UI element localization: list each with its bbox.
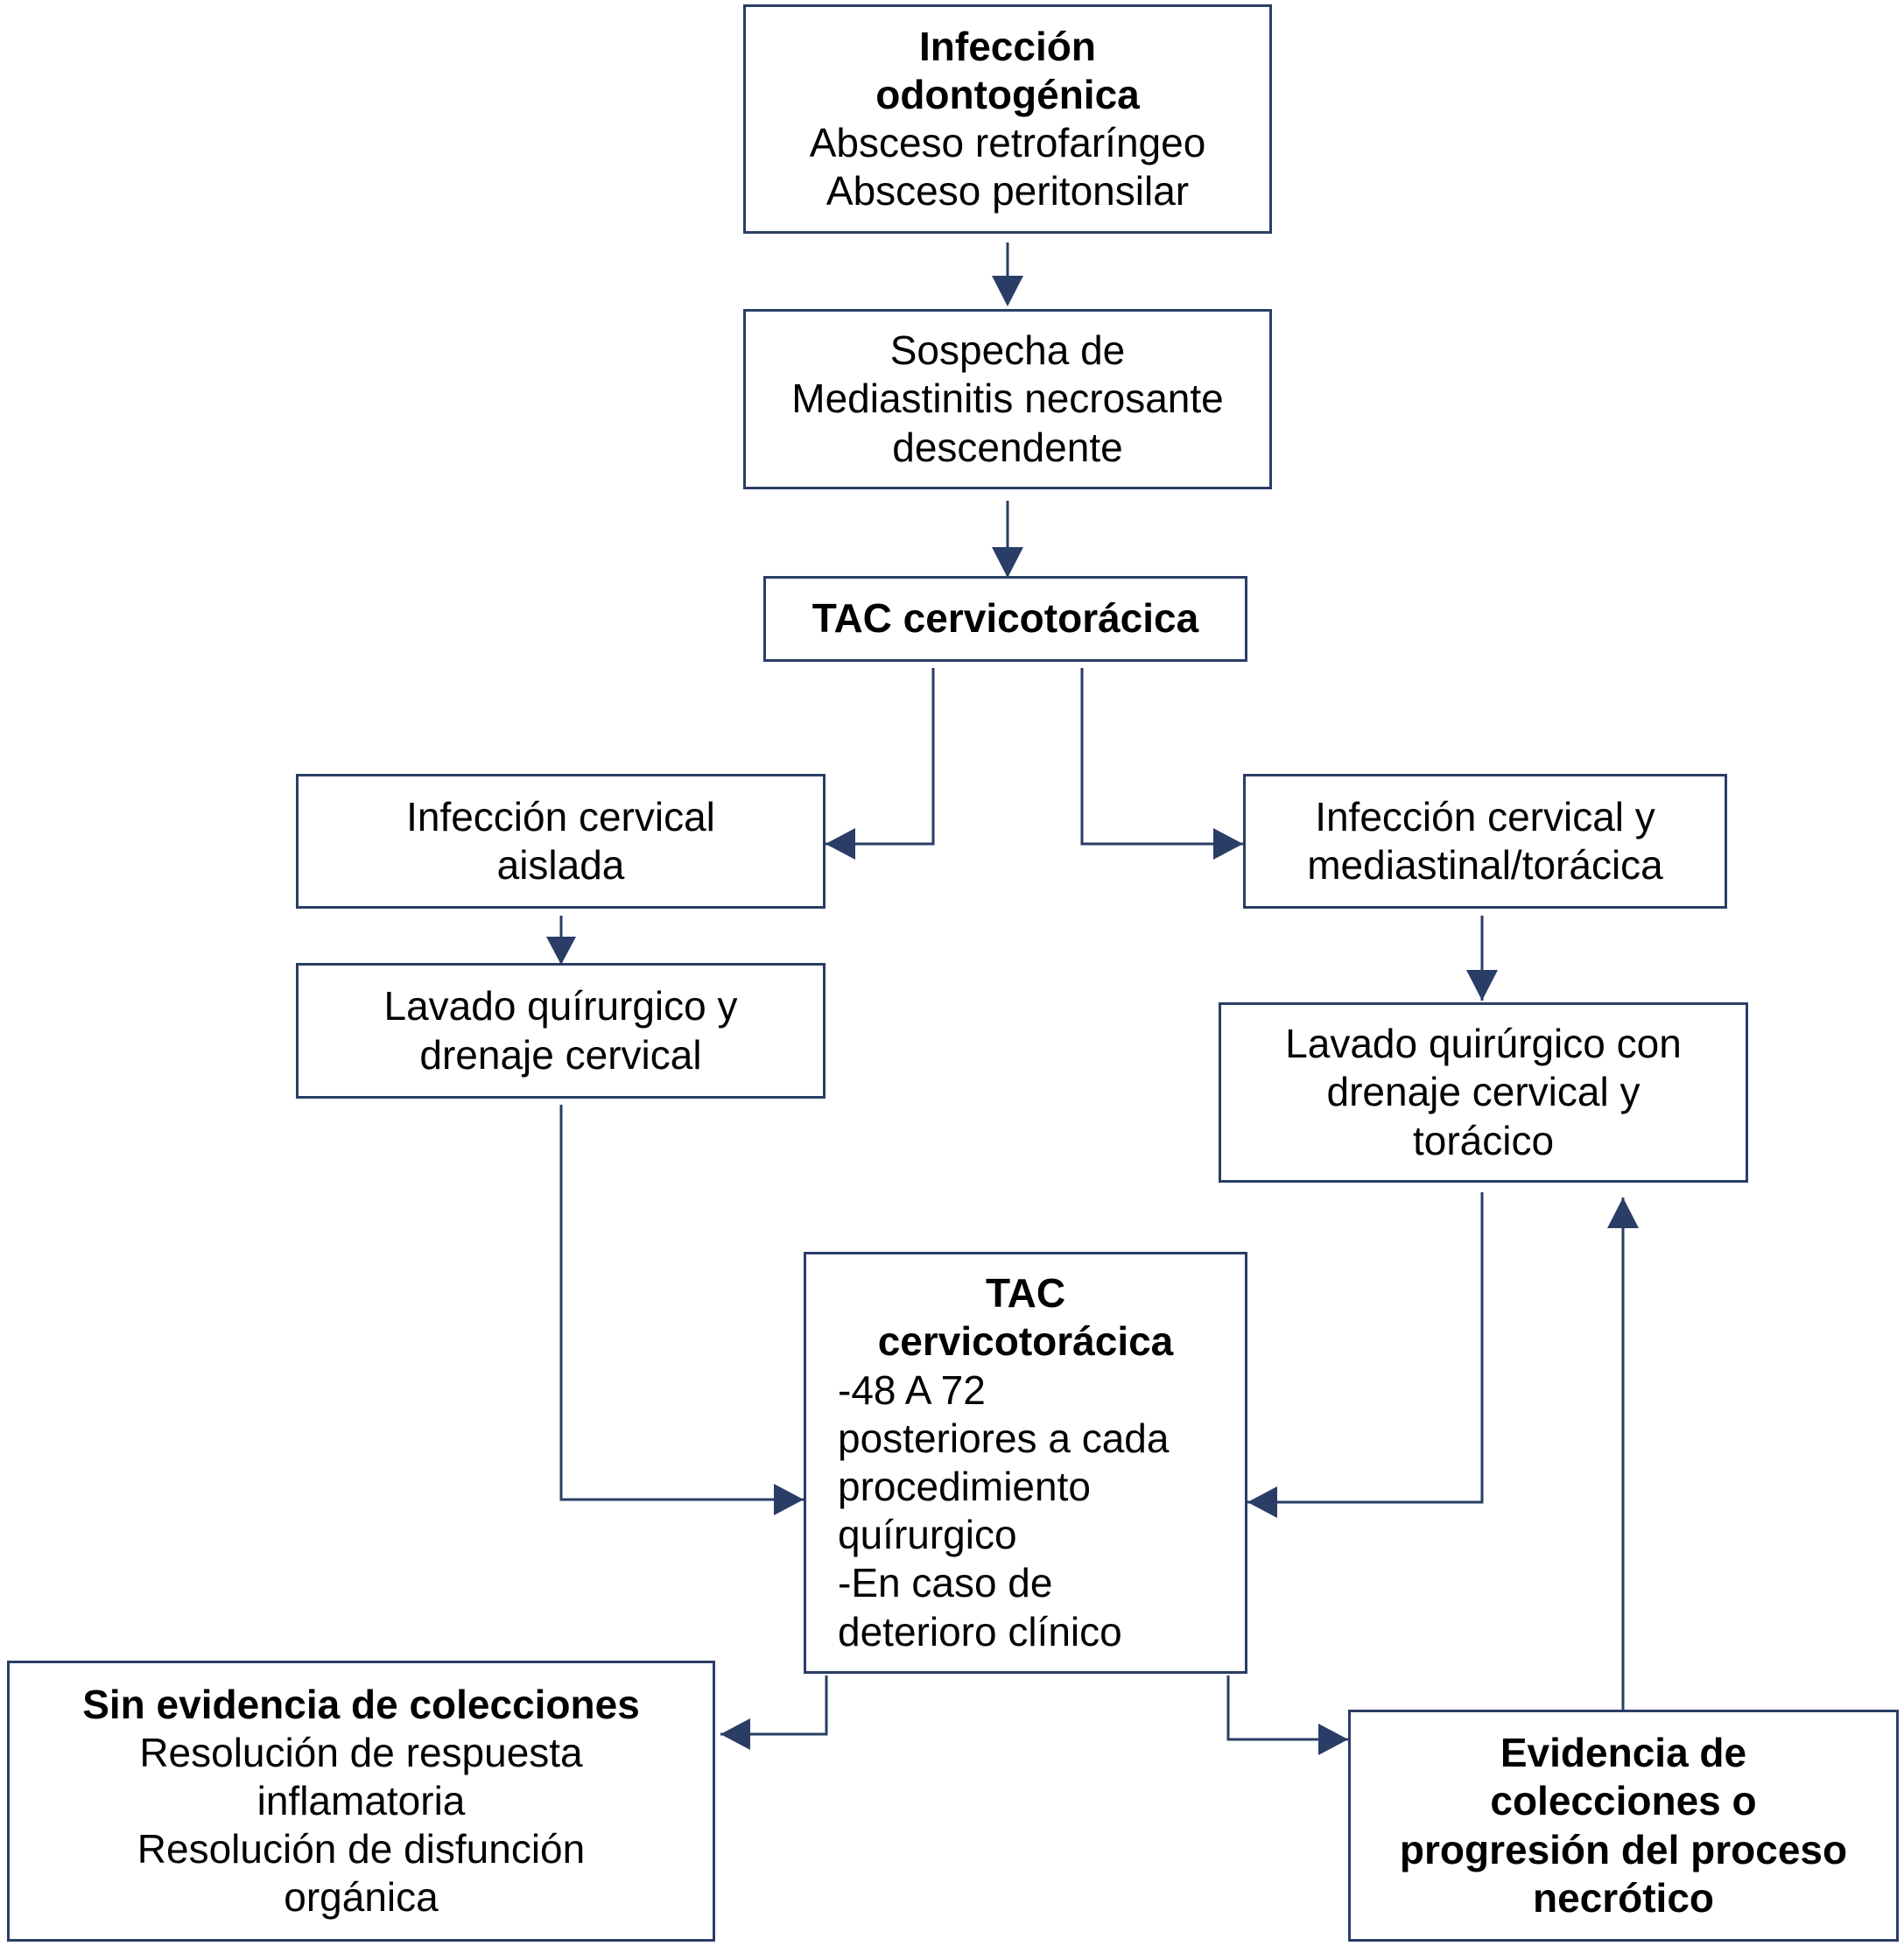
node-text-line: Resolución de disfunción — [137, 1826, 586, 1872]
node-text-line: Lavado quirúrgico con — [1285, 1021, 1682, 1067]
node-text-line: Absceso peritonsilar — [826, 168, 1190, 214]
arrowhead-down — [1466, 970, 1498, 1001]
node-text-line: mediastinal/torácica — [1307, 842, 1663, 888]
arrowhead-right — [1318, 1724, 1348, 1755]
node-text-line: Infección cervical — [406, 793, 715, 840]
node-title-line: Infección — [919, 23, 1096, 69]
node-text-line: Sospecha de — [889, 327, 1126, 374]
arrow-tac2-to-evidencia — [1226, 1676, 1348, 1741]
node-title-line: colecciones o — [1490, 1778, 1757, 1824]
arrowhead-down — [992, 276, 1023, 306]
node-text-line: Mediastinitis necrosante — [791, 376, 1224, 422]
node-text-line: inflamatoria — [256, 1777, 466, 1823]
node-text-line: procedimiento — [838, 1464, 1091, 1509]
node-evidencia-colecciones: Evidencia de colecciones o progresión de… — [1348, 1710, 1899, 1942]
node-text-line: Infección cervical y — [1315, 793, 1655, 840]
node-text-line: -En caso de — [838, 1560, 1053, 1606]
node-title-line: Evidencia de — [1500, 1730, 1747, 1776]
arrow-lavado-cervical-to-tac2 — [559, 1105, 804, 1501]
arrowhead-down — [992, 547, 1023, 578]
node-text-line: drenaje cervical y — [1326, 1069, 1641, 1115]
node-sospecha-mediastinitis: Sospecha de Mediastinitis necrosante des… — [743, 309, 1272, 489]
node-text-line: torácico — [1412, 1117, 1555, 1163]
node-title-line: odontogénica — [875, 71, 1140, 117]
arrowhead-left — [826, 828, 855, 860]
arrow-tac-to-cervical-mediastinal — [1080, 668, 1243, 846]
node-text-line: Resolución de respuesta — [139, 1729, 583, 1775]
arrowhead-left — [1247, 1486, 1277, 1518]
arrowhead-right — [774, 1484, 804, 1515]
node-infeccion-cervical-mediastinal: Infección cervical y mediastinal/torácic… — [1243, 774, 1727, 909]
node-text-line: quírurgico — [838, 1512, 1017, 1558]
node-title-line: progresión del proceso — [1399, 1826, 1848, 1872]
node-sin-evidencia-colecciones: Sin evidencia de colecciones Resolución … — [7, 1661, 715, 1942]
arrow-tac2-to-sin-evidencia — [720, 1676, 828, 1736]
node-text-line: -48 A 72 — [838, 1366, 986, 1413]
arrow-lavado-toracico-to-tac2 — [1247, 1192, 1484, 1504]
node-tac-cervicotoracica: TAC cervicotorácica — [763, 576, 1247, 662]
node-title-line: Sin evidencia de colecciones — [82, 1681, 640, 1727]
node-title-line: TAC — [985, 1270, 1066, 1317]
arrow-tac-to-cervical-aislada — [826, 668, 935, 846]
node-text-line: Absceso retrofaríngeo — [809, 120, 1206, 165]
node-text-line: orgánica — [284, 1874, 439, 1921]
arrowhead-right — [1213, 828, 1243, 860]
node-lavado-drenaje-cervical-toracico: Lavado quirúrgico con drenaje cervical y… — [1219, 1002, 1748, 1183]
node-text-line: descendente — [892, 424, 1123, 470]
arrowhead-up — [1607, 1198, 1639, 1228]
node-infeccion-cervical-aislada: Infección cervical aislada — [296, 774, 826, 909]
node-lavado-drenaje-cervical: Lavado quírurgico y drenaje cervical — [296, 963, 826, 1099]
node-text-line: aislada — [496, 842, 625, 888]
node-infeccion-odontogenica: Infección odontogénica Absceso retrofarí… — [743, 4, 1272, 234]
node-title-line: necrótico — [1532, 1874, 1715, 1921]
node-title-line: cervicotorácica — [877, 1318, 1174, 1365]
node-title-line: TAC cervicotorácica — [811, 595, 1199, 642]
node-text-line: posteriores a cada — [838, 1415, 1170, 1461]
arrowhead-left — [720, 1718, 750, 1750]
node-text-line: deterioro clínico — [838, 1608, 1122, 1654]
node-text-line: drenaje cervical — [419, 1031, 702, 1078]
node-tac-cervicotoracica-control: TAC cervicotorácica -48 A 72 posteriores… — [804, 1252, 1247, 1674]
arrowhead-down — [546, 937, 576, 965]
node-text-line: Lavado quírurgico y — [383, 983, 738, 1029]
